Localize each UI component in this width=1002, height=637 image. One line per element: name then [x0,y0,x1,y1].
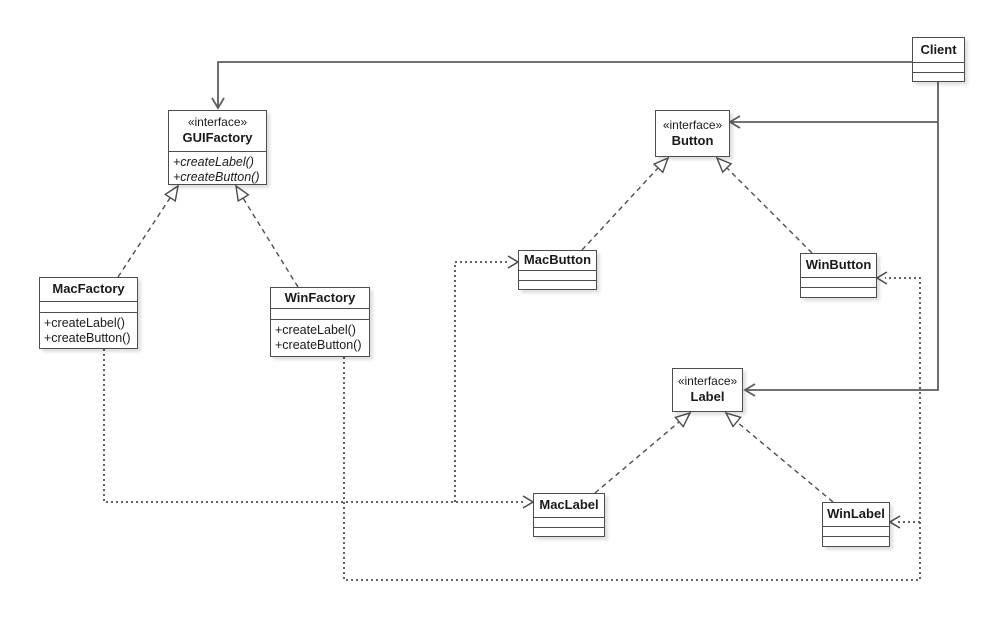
arrowhead-open-left [875,271,888,285]
attributes-compartment-empty [913,62,964,72]
attributes-compartment-empty [271,308,369,319]
class-maclabel: MacLabel [533,493,605,537]
attributes-compartment-empty [519,270,596,280]
method-create-label: +createLabel() [44,316,125,330]
class-label-header: «interface» Label [673,369,742,411]
arrowhead-open-down [211,97,225,110]
stereotype-label: «interface» [677,374,738,389]
methods-compartment-empty [913,72,964,81]
stereotype-label: «interface» [662,117,723,132]
stereotype-label: «interface» [187,115,248,130]
macfactory-macbutton-dependency [454,261,510,502]
methods-compartment: +createLabel() +createButton() [169,151,266,185]
methods-compartment: +createLabel() +createButton() [271,319,369,356]
arrowhead-open-right [507,255,520,269]
realization-triangle [715,156,733,174]
attributes-compartment-empty [823,526,889,536]
macbutton-button-realization [581,167,659,251]
class-guifactory: «interface» GUIFactory +createLabel() +c… [168,110,267,185]
class-name: WinButton [805,257,872,273]
class-winfactory: WinFactory +createLabel() +createButton(… [270,287,370,357]
class-guifactory-header: «interface» GUIFactory [169,111,266,151]
class-name: Button [671,132,714,148]
class-name: GUIFactory [182,130,253,146]
class-button-interface: «interface» Button [655,110,730,157]
class-name: MacButton [523,252,592,268]
winbutton-button-realization [726,167,813,254]
client-label-association [747,82,939,391]
macfactory-maclabel-dependency [103,349,525,503]
class-winbutton-header: WinButton [801,254,876,277]
class-winlabel: WinLabel [822,502,890,547]
methods-compartment-empty [801,287,876,297]
class-maclabel-header: MacLabel [534,494,604,517]
macfactory-guifactory-realization [117,197,171,278]
winfactory-guifactory-realization [242,197,299,288]
maclabel-label-realization [594,421,680,494]
method-create-button: +createButton() [173,170,260,184]
method-create-button: +createButton() [44,331,131,345]
attributes-compartment-empty [801,277,876,287]
realization-triangle [724,411,742,428]
class-macfactory-header: MacFactory [40,278,137,301]
arrowhead-open-left [728,115,741,129]
methods-compartment-empty [519,280,596,289]
class-name: Client [920,41,957,57]
attributes-compartment-empty [40,301,137,312]
client-guifactory-association [217,61,912,106]
methods-compartment: +createLabel() +createButton() [40,312,137,348]
class-name: MacLabel [539,497,599,513]
class-name: Label [690,389,725,405]
class-macbutton: MacButton [518,250,597,290]
method-create-label: +createLabel() [275,323,356,337]
class-macfactory: MacFactory +createLabel() +createButton(… [39,277,138,349]
class-macbutton-header: MacButton [519,251,596,270]
class-button-header: «interface» Button [656,111,729,156]
methods-compartment-empty [534,527,604,536]
arrowhead-open-right [522,495,535,509]
class-name: WinFactory [284,289,356,305]
realization-triangle [674,411,692,428]
realization-triangle [652,156,670,174]
class-winfactory-header: WinFactory [271,288,369,308]
attributes-compartment-empty [534,517,604,527]
methods-compartment-empty [823,536,889,546]
class-name: MacFactory [52,281,125,297]
class-client-header: Client [913,38,964,62]
realization-triangle [235,184,250,203]
arrowhead-open-left [743,383,756,397]
class-winbutton: WinButton [800,253,877,298]
class-winlabel-header: WinLabel [823,503,889,526]
class-label-interface: «interface» Label [672,368,743,412]
realization-triangle [164,184,179,203]
winlabel-label-realization [736,421,834,503]
class-client: Client [912,37,965,82]
method-create-button: +createButton() [275,338,362,352]
class-name: WinLabel [827,506,885,522]
arrowhead-open-left [888,515,901,529]
method-create-label: +createLabel() [173,155,254,169]
